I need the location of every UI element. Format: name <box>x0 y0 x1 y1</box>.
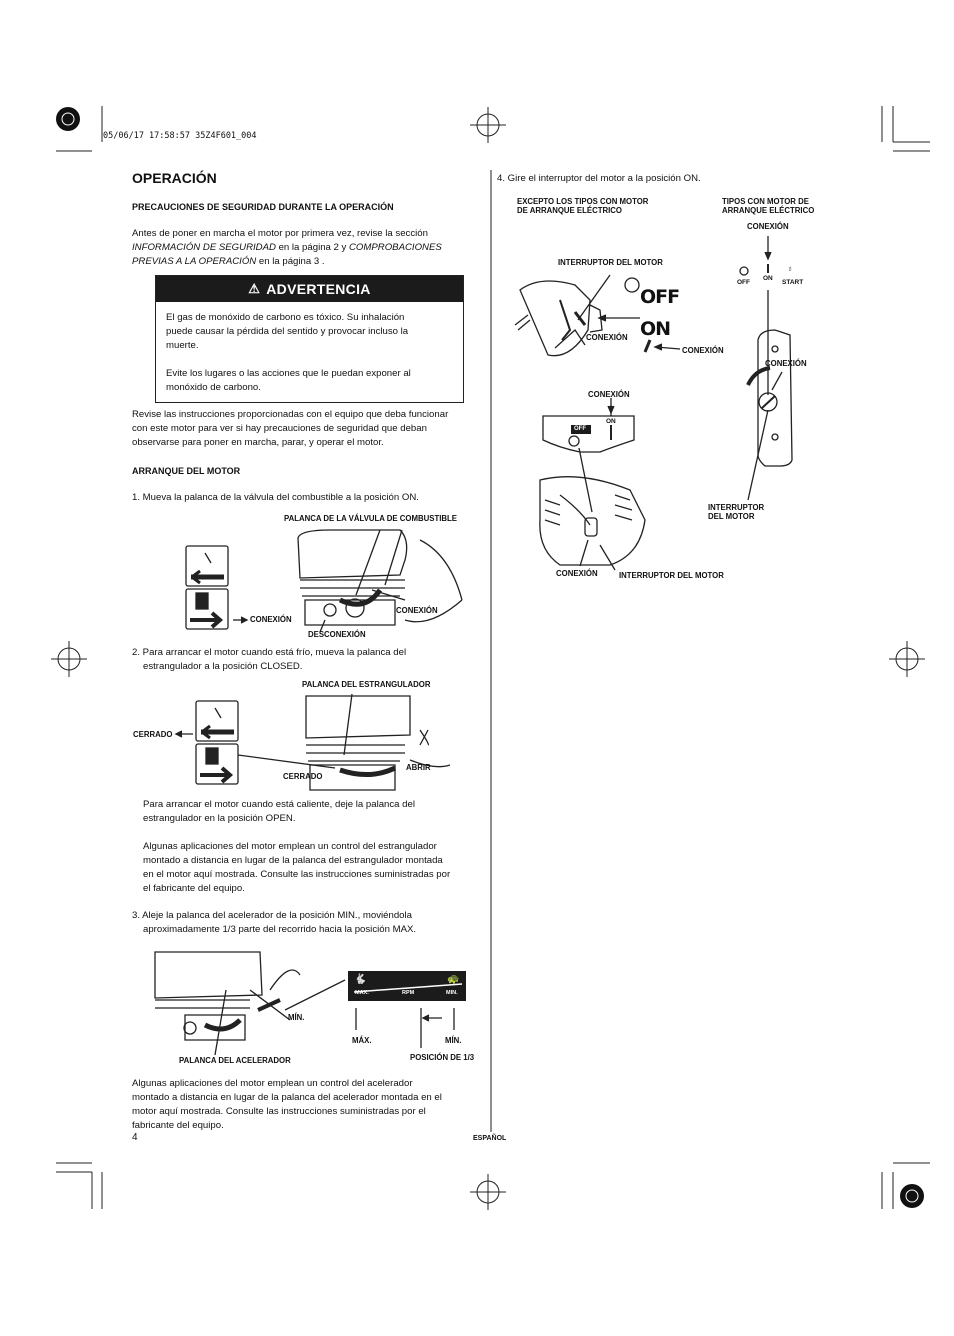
section-title: OPERACIÓN <box>132 170 217 186</box>
panel-off: OFF <box>737 279 750 286</box>
throttle-min-label-2: MÍN. <box>445 1036 462 1045</box>
choke-lever-label: PALANCA DEL ESTRANGULADOR <box>302 680 431 689</box>
turtle-icon: 🐢 <box>447 974 460 985</box>
scale-min-text: MIN. <box>446 990 458 996</box>
conexion-label-a: CONEXIÓN <box>586 333 628 342</box>
rabbit-icon: 🐇 <box>354 974 367 985</box>
fuel-valve-lever-label: PALANCA DE LA VÁLVULA DE COMBUSTIBLE <box>284 514 457 523</box>
step-2: 2. Para arrancar el motor cuando está fr… <box>132 647 407 672</box>
scale-max-text: MAX. <box>355 990 369 996</box>
warm-start-paragraph: Para arrancar el motor cuando está calie… <box>143 799 415 824</box>
warning-header: ⚠ ADVERTENCIA <box>156 276 463 302</box>
conexion-label-d: CONEXIÓN <box>588 390 630 399</box>
throttle-third-label: POSICIÓN DE 1/3 <box>410 1053 475 1062</box>
panel-on: ON <box>763 275 773 282</box>
conexion-top-label: CONEXIÓN <box>747 222 789 231</box>
throttle-min-label: MÍN. <box>288 1013 305 1022</box>
review-paragraph: Revise las instrucciones proporcionadas … <box>132 409 449 448</box>
throttle-max-label: MÁX. <box>352 1036 372 1045</box>
step-1: 1. Mueva la palanca de la válvula del co… <box>132 492 419 503</box>
step-3: 3. Aleje la palanca del acelerador de la… <box>132 910 417 935</box>
switch-label: INTERRUPTOR DEL MOTOR <box>558 258 663 267</box>
remote-choke-paragraph: Algunas aplicaciones del motor emplean u… <box>143 841 451 894</box>
on-big-text: ON <box>640 318 671 340</box>
remote-throttle-paragraph: Algunas aplicaciones del motor emplean u… <box>132 1078 442 1131</box>
switch-label-3: INTERRUPTOR DEL MOTOR <box>619 571 724 580</box>
start-key-icon: ♁ <box>787 264 793 273</box>
step-4: 4. Gire el interruptor del motor a la po… <box>497 173 701 184</box>
plate-on: ON <box>606 418 616 425</box>
page-number: 4 <box>132 1132 138 1143</box>
fuel-off-label: DESCONEXIÓN <box>308 630 366 639</box>
choke-open-label: ABRIR <box>406 763 431 772</box>
plate-off: OFF <box>574 426 586 432</box>
conexion-label-e: CONEXIÓN <box>556 569 598 578</box>
print-timestamp: 05/06/17 17:58:57 35Z4F601_004 <box>103 131 257 141</box>
conexion-label-b: CONEXIÓN <box>682 346 724 355</box>
safety-heading: PRECAUCIONES DE SEGURIDAD DURANTE LA OPE… <box>132 202 394 212</box>
fuel-on-label-right: CONEXIÓN <box>396 606 438 615</box>
start-heading: ARRANQUE DEL MOTOR <box>132 466 241 476</box>
choke-closed-label-left: CERRADO <box>133 730 173 739</box>
off-big-text: OFF <box>640 286 680 308</box>
fuel-on-label-left: CONEXIÓN <box>250 615 292 624</box>
warning-text-1: El gas de monóxido de carbono es tóxico.… <box>166 312 409 351</box>
scale-rpm-text: RPM <box>402 990 415 996</box>
conexion-label-c: CONEXIÓN <box>765 359 807 368</box>
warning-text-2: Evite los lugares o las acciones que le … <box>166 368 411 393</box>
warning-box: ⚠ ADVERTENCIA El gas de monóxido de carb… <box>155 275 464 403</box>
warning-triangle-icon: ⚠ <box>248 281 261 296</box>
choke-closed-label: CERRADO <box>283 772 323 781</box>
panel-start: START <box>782 279 804 286</box>
throttle-lever-label: PALANCA DEL ACELERADOR <box>179 1056 291 1065</box>
intro-paragraph: Antes de poner en marcha el motor por pr… <box>132 228 442 267</box>
language-label: ESPAÑOL <box>473 1135 507 1142</box>
